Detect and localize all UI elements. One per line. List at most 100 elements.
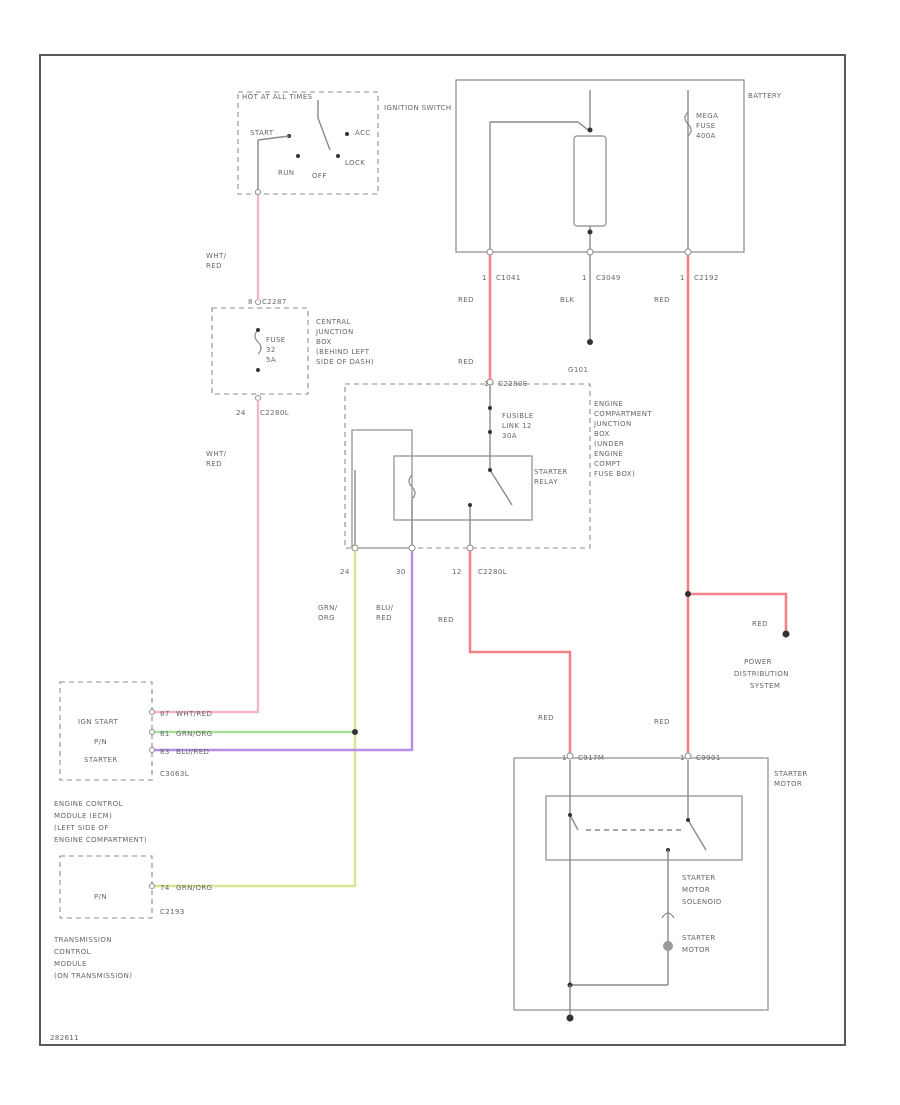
cjb-title-4: (BEHIND LEFT — [316, 348, 370, 356]
relay-contact-blade — [489, 469, 513, 506]
starter-title-1: STARTER — [774, 770, 808, 778]
battery-title: BATTERY — [748, 92, 782, 100]
ignition-contact-acc — [345, 132, 349, 136]
ignition-switch-box — [237, 91, 379, 195]
cjb-top-terminal — [255, 299, 261, 305]
relay-label-2: RELAY — [534, 478, 558, 486]
ignition-contact-run — [296, 154, 300, 158]
ecm-terminal-1 — [149, 709, 155, 715]
tcm-label-4: (ON TRANSMISSION) — [54, 972, 132, 980]
ecm-pin-wire-2: GRN/ORG — [176, 730, 212, 738]
relay-label-1: STARTER — [534, 468, 568, 476]
battery-pin-3: 1 — [680, 274, 685, 282]
ignition-terminal — [255, 189, 261, 195]
cjb-fuse-node-top — [256, 328, 260, 332]
wire-cjb-to-ecm — [152, 400, 260, 714]
ejb-terminal-24 — [351, 544, 359, 552]
starter-terminal-2 — [684, 752, 692, 760]
pds-label-2: DISTRIBUTION — [734, 670, 789, 678]
starter-sol-contact — [569, 814, 579, 831]
ecm-label-2: MODULE (ECM) — [54, 812, 112, 820]
fusible-link-line-2: LINK 12 — [502, 422, 532, 430]
ignition-switch-title: IGNITION SWITCH — [384, 104, 452, 112]
starter-relay-box — [393, 455, 533, 521]
relay-output-node — [468, 503, 472, 507]
battery-neg-node — [587, 229, 593, 235]
pds-splice-node — [685, 591, 691, 597]
fusible-link-line-1: FUSIBLE — [502, 412, 534, 420]
solenoid-label-3: SOLENOID — [682, 898, 722, 906]
wire-grn-org-color-2: ORG — [318, 614, 335, 622]
pds-terminal — [782, 630, 790, 638]
ground-node — [587, 339, 593, 345]
battery-conn-1: C1041 — [496, 274, 521, 282]
ejb-title-5: (UNDER — [594, 440, 624, 448]
battery-conn-terminal-3 — [684, 248, 692, 256]
ignition-start-link — [257, 135, 290, 141]
ecm-terminal-3 — [149, 747, 155, 753]
battery-pin-1: 1 — [482, 274, 487, 282]
ecm-pin-num-3: 83 — [160, 748, 170, 756]
battery-box — [455, 79, 745, 253]
battery-conn-terminal-1 — [486, 248, 494, 256]
starter-motor-box — [513, 757, 769, 1011]
ground-label: G101 — [568, 366, 588, 374]
ecm-pin-num-1: 87 — [160, 710, 170, 718]
pds-label-3: SYSTEM — [750, 682, 780, 690]
wire-blu-red-color-1: BLU/ — [376, 604, 394, 612]
pds-label-1: POWER — [744, 658, 772, 666]
ejb-pin-24: 24 — [340, 568, 350, 576]
wire-ign-ecm-color-1: WHT/ — [206, 450, 227, 458]
fusible-link-node-top — [488, 406, 492, 410]
cjb-title-1: CENTRAL — [316, 318, 351, 326]
tcm-label-1: TRANSMISSION — [53, 936, 112, 944]
starter-motor-label-1: STARTER — [682, 934, 716, 942]
engine-junction-box: 1 C2280E ENGINE COMPARTMENT JUNCTION BOX… — [340, 378, 652, 576]
ecm-pin-num-2: 81 — [160, 730, 170, 738]
cjb-fuse-line-1: FUSE — [266, 336, 286, 344]
battery-pos-strap-bend — [577, 121, 589, 131]
diagram-frame — [39, 54, 846, 1046]
starter-conn-1: C917M — [578, 754, 604, 762]
battery-cell-stack — [573, 135, 607, 227]
solenoid-winding-symbol — [661, 912, 675, 919]
ignition-pos-off: OFF — [312, 172, 327, 180]
ecm-label-4: ENGINE COMPARTMENT) — [54, 836, 147, 844]
ejb-title-6: ENGINE — [594, 450, 623, 458]
battery-pos-node — [587, 127, 593, 133]
ejb-title-3: JUNCTION — [593, 420, 632, 428]
battery-conn-3: C2192 — [694, 274, 719, 282]
tcm-connector: C2193 — [160, 908, 185, 916]
ejb-pin-30: 30 — [396, 568, 406, 576]
ecm-pin-wire-3: BLU/RED — [176, 748, 209, 756]
ejb-connector: C2280E — [498, 380, 528, 388]
wire-relay-to-solenoid — [468, 551, 572, 756]
ignition-switch-blade — [317, 117, 331, 151]
ejb-terminal-30 — [408, 544, 416, 552]
transmission-control-module: P/N 74 GRN/ORG C2193 TRANSMISSION CONTRO… — [53, 855, 212, 980]
tcm-box — [59, 855, 153, 919]
ecm-pin-name-1: IGN START — [78, 718, 118, 726]
wire-blu-red-color-2: RED — [376, 614, 392, 622]
ecm-label-1: ENGINE CONTROL — [54, 800, 123, 808]
starter-main-contact — [687, 819, 707, 851]
wire-ign-color-2: RED — [206, 262, 222, 270]
ignition-hot-label: HOT AT ALL TIMES — [242, 93, 313, 101]
starter-main-node-top — [686, 818, 690, 822]
ejb-bottom-connector: C2280L — [478, 568, 507, 576]
solenoid-label-2: MOTOR — [682, 886, 710, 894]
cjb-fuse-node-bottom — [256, 368, 260, 372]
tcm-label-3: MODULE — [54, 960, 87, 968]
cjb-bottom-pin: 24 — [236, 409, 246, 417]
ejb-top-pin: 1 — [484, 380, 489, 388]
relay-coil-symbol — [408, 474, 416, 500]
cjb-title-2: JUNCTION — [315, 328, 354, 336]
cjb-bottom-connector: C2280L — [260, 409, 289, 417]
ignition-pos-acc: ACC — [355, 129, 371, 137]
cjb-box — [211, 307, 309, 395]
ejb-box — [344, 383, 591, 549]
wire-relay-out-color: RED — [438, 616, 454, 624]
starter-motor-symbol — [663, 941, 673, 951]
